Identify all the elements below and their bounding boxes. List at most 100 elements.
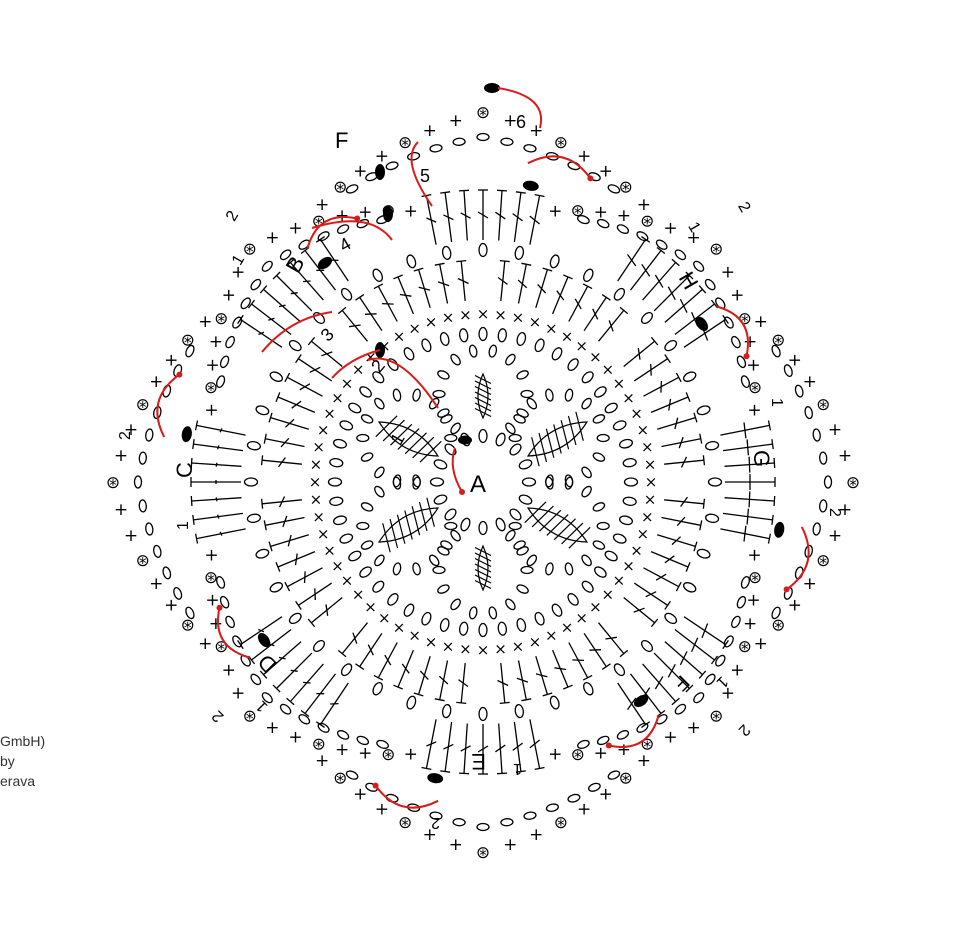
chain-stitch xyxy=(524,811,537,820)
stitch-cap xyxy=(497,773,507,774)
single-crochet: + xyxy=(548,745,562,765)
stitch-bar xyxy=(669,399,671,411)
chain-stitch xyxy=(549,695,561,710)
round-h-2: 2 xyxy=(734,199,753,215)
stitch-cap xyxy=(772,515,773,525)
label-center-a: A xyxy=(470,471,486,498)
single-crochet: + xyxy=(577,800,591,820)
chain-stitch xyxy=(224,335,236,349)
round-4: 4 xyxy=(336,233,355,255)
picot: ⊛ xyxy=(381,745,395,765)
chain-stitch xyxy=(333,515,348,526)
chain-stitch xyxy=(347,401,362,414)
chain-stitch xyxy=(479,244,487,257)
chain-stitch xyxy=(479,624,487,637)
stitch-cap xyxy=(238,315,244,323)
chain-stitch xyxy=(347,549,362,562)
start-dot xyxy=(773,521,785,538)
chain-stitch xyxy=(655,238,669,251)
chain-stitch xyxy=(501,818,513,826)
chain-stitch xyxy=(358,565,373,579)
single-crochet: × xyxy=(323,541,336,559)
single-crochet: × xyxy=(442,309,455,327)
stitch-cap xyxy=(774,496,775,506)
picot: ⊛ xyxy=(333,768,347,788)
chain-stitch xyxy=(449,353,462,367)
single-crochet: + xyxy=(209,332,223,352)
stitch-cap xyxy=(356,664,364,670)
single-crochet: + xyxy=(204,545,218,565)
stitch-cap xyxy=(497,190,507,191)
single-crochet: + xyxy=(449,835,463,855)
chain-stitch xyxy=(453,818,465,826)
single-crochet: × xyxy=(393,619,406,637)
chain-stitch xyxy=(592,413,606,425)
stitch-bar xyxy=(589,650,601,651)
chain-stitch xyxy=(449,598,462,612)
single-crochet: × xyxy=(309,473,322,491)
chain-stitch xyxy=(592,539,606,551)
single-crochet: × xyxy=(494,640,507,658)
single-crochet: + xyxy=(404,745,418,765)
label-g: G xyxy=(749,450,774,467)
stitch-cap xyxy=(296,355,302,363)
single-crochet: + xyxy=(730,661,744,681)
stitch-bar xyxy=(609,320,613,331)
chain-stitch xyxy=(546,803,559,812)
chain-stitch xyxy=(329,478,342,486)
chain-stitch xyxy=(358,385,373,399)
round-3: 3 xyxy=(317,324,338,345)
chain-stitch xyxy=(371,681,384,696)
round-6: 6 xyxy=(516,112,526,132)
chain-stitch xyxy=(545,388,555,401)
stitch-bar xyxy=(296,554,298,566)
petal-stitch xyxy=(532,433,553,462)
single-crochet: × xyxy=(408,320,421,338)
chain-stitch xyxy=(696,404,711,416)
single-crochet: + xyxy=(663,727,677,747)
picot: ⊛ xyxy=(214,637,228,657)
stitch-cap xyxy=(516,192,526,193)
chain-stitch xyxy=(521,567,533,574)
single-crochet: × xyxy=(637,525,650,543)
single-crochet: × xyxy=(529,313,542,331)
start-dot xyxy=(522,180,539,192)
picot: ⊛ xyxy=(571,201,585,221)
chain-stitch xyxy=(730,615,742,629)
chain-stitch xyxy=(533,338,545,353)
single-crochet: × xyxy=(644,491,657,509)
stitch-cap xyxy=(676,582,681,591)
stitch-bar xyxy=(305,571,306,583)
chain-stitch xyxy=(420,338,432,353)
single-crochet: × xyxy=(364,598,377,616)
petal-stitch xyxy=(420,437,441,466)
chain-stitch xyxy=(245,478,258,486)
chain-stitch xyxy=(449,529,462,543)
stitch-bar xyxy=(651,364,652,376)
chain-stitch xyxy=(373,466,386,480)
chain-stitch xyxy=(804,406,813,419)
single-crochet: × xyxy=(477,641,490,659)
start-dot xyxy=(383,206,393,222)
center-start-dot xyxy=(458,436,472,445)
single-crochet: × xyxy=(561,328,574,346)
chain-stitch xyxy=(704,278,717,292)
single-crochet: + xyxy=(754,634,768,654)
petal-stitch xyxy=(562,519,583,548)
chain-stitch xyxy=(521,391,533,398)
single-crochet: + xyxy=(265,228,279,248)
picot: ⊛ xyxy=(554,133,568,153)
chain-stitch xyxy=(564,388,574,401)
chain-stitch xyxy=(525,397,538,411)
chain-stitch xyxy=(412,388,422,401)
chain-stitch xyxy=(494,432,506,447)
chain-stitch xyxy=(239,296,252,310)
red-arrow xyxy=(453,448,462,492)
picot: ⊛ xyxy=(816,395,830,415)
chain-stitch xyxy=(549,254,561,269)
start-markers xyxy=(181,83,786,784)
stitch-bar xyxy=(321,352,332,356)
single-crochet: × xyxy=(425,633,438,651)
chain-stitch xyxy=(360,539,374,551)
chain-stitch xyxy=(439,332,450,347)
